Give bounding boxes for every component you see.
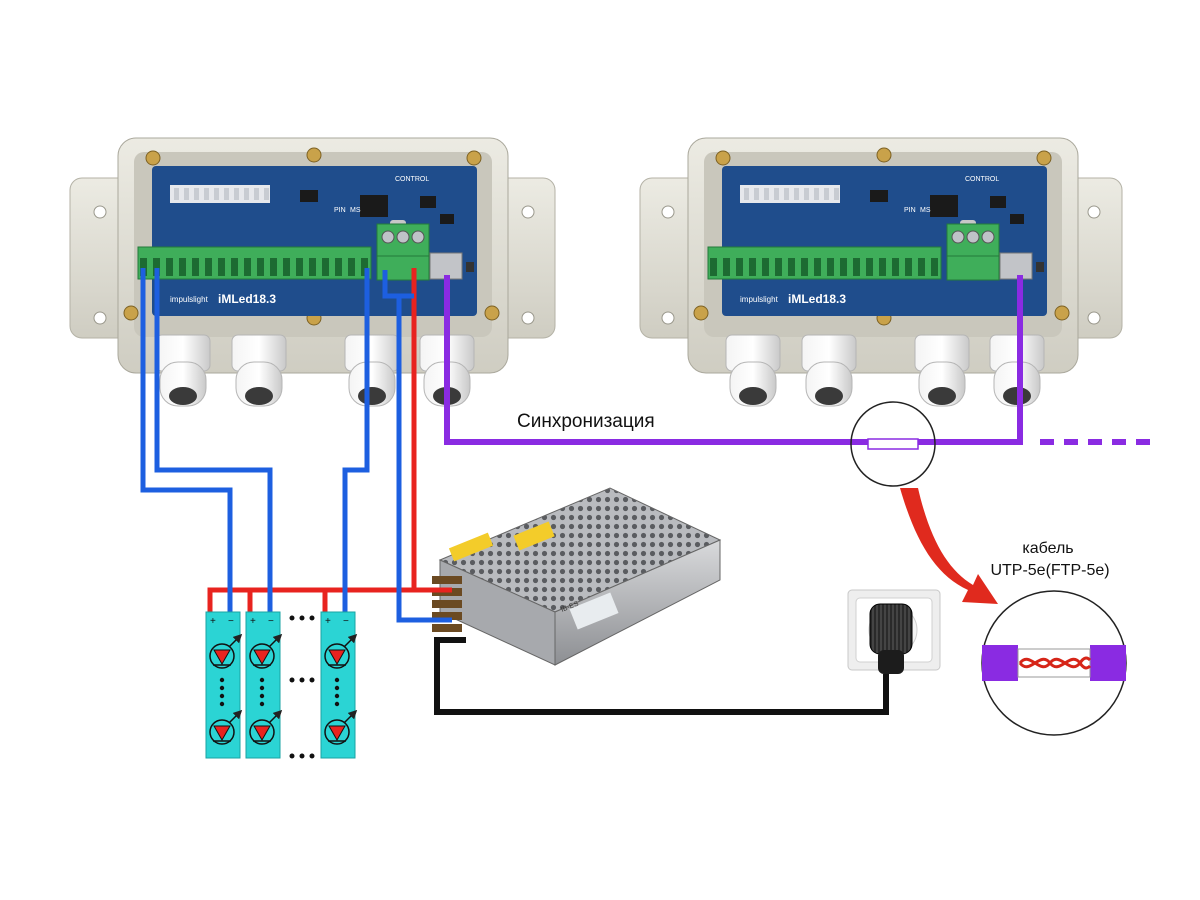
cable-gland-icon	[155, 334, 211, 407]
pin-tag: PIN	[334, 207, 346, 214]
output-wires	[140, 268, 452, 623]
ms-tag: MS	[350, 207, 361, 214]
mount-hole	[661, 205, 675, 219]
cable-gland-icon	[725, 334, 781, 407]
led-diode-icon	[249, 709, 283, 745]
strip-continuation-dots	[289, 615, 315, 759]
reset-button	[1036, 262, 1044, 272]
mount-hole	[93, 311, 107, 325]
psu-label	[569, 592, 619, 630]
positive-wire	[207, 268, 452, 612]
led-indicator-row	[170, 185, 270, 203]
brand-label: impulslight	[170, 295, 209, 304]
mount-hole	[93, 205, 107, 219]
chip	[420, 196, 436, 208]
chip	[990, 196, 1006, 208]
cable-gland-icon	[231, 334, 287, 407]
enclosure-screw	[715, 150, 731, 166]
twisted-pair-icon	[981, 590, 1127, 736]
output-terminal-block	[707, 246, 942, 280]
enclosure-screw	[1054, 305, 1070, 321]
model-label: iMLed18.3	[218, 292, 276, 306]
mcu-chip	[360, 195, 388, 217]
mcu-chip	[930, 195, 958, 217]
mount-hole	[661, 311, 675, 325]
controller-2: CONTROL PIN MS	[639, 137, 1123, 407]
control-tag: CONTROL	[395, 176, 429, 183]
rj45-sync-port	[999, 252, 1033, 280]
strip-minus: −	[228, 616, 234, 627]
control-tag: CONTROL	[965, 176, 999, 183]
led-diode-icon	[249, 633, 283, 669]
zoom-arrow-icon	[900, 488, 998, 604]
strip-minus: −	[343, 616, 349, 627]
strip-plus: +	[250, 616, 256, 627]
cable-gland-icon	[801, 334, 857, 407]
cable-label-line1: кабель	[1022, 540, 1073, 557]
chip	[870, 190, 888, 202]
mount-hole	[1087, 205, 1101, 219]
strip-plus: +	[325, 616, 331, 627]
mount-hole	[1087, 311, 1101, 325]
cable-magnifier	[850, 401, 936, 487]
led-diode-icon	[209, 709, 243, 745]
strip-minus: −	[268, 616, 274, 627]
led-indicator-row	[740, 185, 840, 203]
reset-button	[466, 262, 474, 272]
ms-tag: MS	[920, 207, 931, 214]
output-terminal-block	[137, 246, 372, 280]
pin-tag: PIN	[904, 207, 916, 214]
psu-warning-sticker	[513, 521, 555, 551]
sync-label: Синхронизация	[517, 411, 655, 432]
mount-hole	[521, 205, 535, 219]
model-label: iMLed18.3	[788, 292, 846, 306]
led-diode-icon	[324, 709, 358, 745]
power-terminal-block	[946, 223, 1000, 281]
power-terminal-block	[376, 223, 430, 281]
enclosure-screw	[306, 147, 322, 163]
led-diode-icon	[324, 633, 358, 669]
power-plug-icon	[869, 603, 913, 674]
strip-plus: +	[210, 616, 216, 627]
chip	[300, 190, 318, 202]
enclosure-screw	[145, 150, 161, 166]
cable-gland-icon	[344, 334, 400, 407]
cable-gland-icon	[914, 334, 970, 407]
mains-wire	[434, 637, 889, 715]
mount-hole	[521, 311, 535, 325]
led-strip-2: + −	[245, 611, 283, 759]
sync-wire	[444, 275, 1150, 445]
chip	[440, 214, 454, 224]
cable-label-line2: UTP-5e(FTP-5e)	[990, 562, 1109, 579]
led-diode-icon	[209, 633, 243, 669]
led-strip-3: + −	[320, 611, 358, 759]
led-strip-1: + −	[205, 611, 243, 759]
enclosure-screw	[693, 305, 709, 321]
chip	[1010, 214, 1024, 224]
brand-label: impulslight	[740, 295, 779, 304]
enclosure-screw	[123, 305, 139, 321]
enclosure-screw	[484, 305, 500, 321]
enclosure-screw	[466, 150, 482, 166]
power-supply: IB-ES	[432, 487, 722, 666]
enclosure-screw	[876, 147, 892, 163]
enclosure-screw	[1036, 150, 1052, 166]
psu-warning-sticker	[448, 532, 494, 562]
